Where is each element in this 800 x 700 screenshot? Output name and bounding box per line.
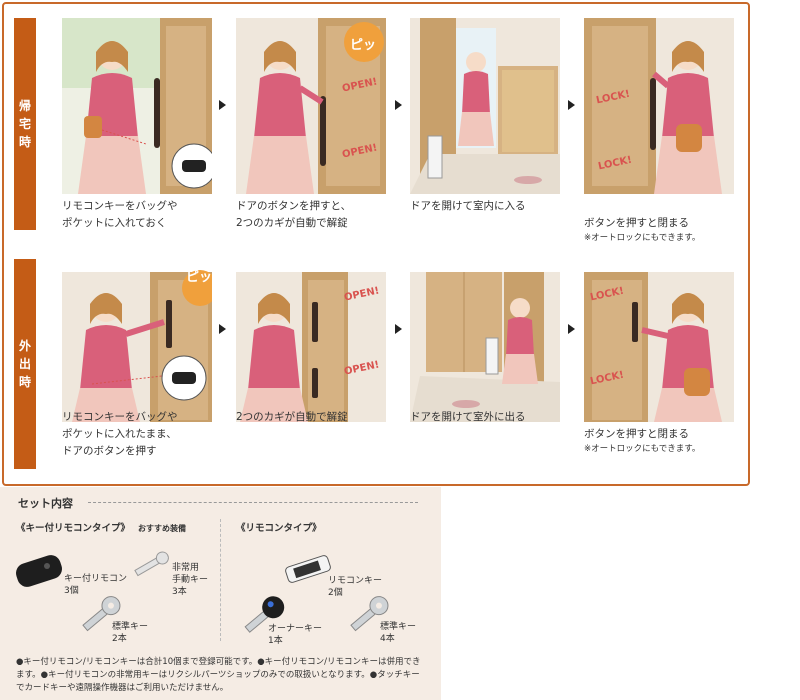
remote-key-icon [284,555,332,583]
step-arrow-icon [219,324,226,334]
step-caption-with-note: ボタンを押すと閉まる ※オートロックにもできます。 [584,198,700,262]
set-title-divider [88,502,418,503]
step-arrow-icon [568,100,575,110]
sound-effect-label: ピッ [186,270,212,285]
set-contents-panel: セット内容 《キー付リモコンタイプ》おすすめ装備 《リモコンタイプ》 キー付リモ… [0,487,441,700]
type-divider [220,519,221,641]
scene-going-out-step-2: OPEN! OPEN! [236,259,386,435]
step-caption: ドアのボタンを押すと、 2つのカギが自動で解錠 [236,200,352,229]
set-contents-title: セット内容 [18,497,73,510]
scene-going-out-step-3 [410,259,560,435]
scene-return-step-4: LOCK! LOCK! [584,18,734,194]
step-caption-with-note: ボタンを押すと閉まる ※オートロックにもできます。 [584,409,700,473]
standard-key-label: 標準キー 2本 [112,622,149,644]
scene-return-step-2: ピッ OPEN! OPEN! [236,18,386,194]
step-caption: ドアを開けて室内に入る [410,200,526,212]
scene-going-out-step-1: ピッ [62,259,212,435]
step-arrow-icon [219,100,226,110]
step-caption: リモコンキーをバッグや ポケットに入れておく [62,200,178,229]
key-remote-icon [14,549,64,589]
step-caption: 2つのカギが自動で解錠 [236,411,348,423]
remote-key-label: リモコンキー 2個 [328,576,383,598]
standard-key-icon [344,593,394,635]
owner-key-label: オーナーキー 1本 [268,624,323,646]
scene-return-step-3 [410,18,560,194]
step-arrow-icon [568,324,575,334]
key-remote-label: キー付リモコン 3個 [64,574,128,596]
recommended-badge: おすすめ装備 [138,524,187,533]
step-caption: ボタンを押すと閉まる [584,217,689,229]
owner-key-icon [238,593,290,637]
standard-key-label: 標準キー 4本 [380,622,417,644]
sound-effect-label: ピッ [350,38,377,53]
emergency-key-icon [132,549,172,579]
set-contents-footnote: ●キー付リモコン/リモコンキーは合計10個まで登録可能です。●キー付リモコン/リ… [16,657,421,693]
row-label-going-out: 外 出 時 [14,259,36,469]
standard-key-icon [76,593,126,635]
step-arrow-icon [395,324,402,334]
step-arrow-icon [395,100,402,110]
row-label-return-home: 帰 宅 時 [14,18,36,230]
step-caption: ドアを開けて室外に出る [410,411,526,423]
auto-lock-note: ※オートロックにもできます。 [584,233,701,243]
step-caption: リモコンキーをバッグや ポケットに入れたまま、 ドアのボタンを押す [62,411,178,457]
step-caption: ボタンを押すと閉まる [584,428,689,440]
emergency-key-label: 非常用 手動キー 3本 [172,563,209,597]
scene-going-out-step-4: LOCK! LOCK! [584,259,734,435]
scene-return-step-1 [62,18,212,194]
key-remote-type-label: 《キー付リモコンタイプ》おすすめ装備 [16,523,187,534]
auto-lock-note: ※オートロックにもできます。 [584,444,701,454]
remote-type-label: 《リモコンタイプ》 [236,523,322,534]
